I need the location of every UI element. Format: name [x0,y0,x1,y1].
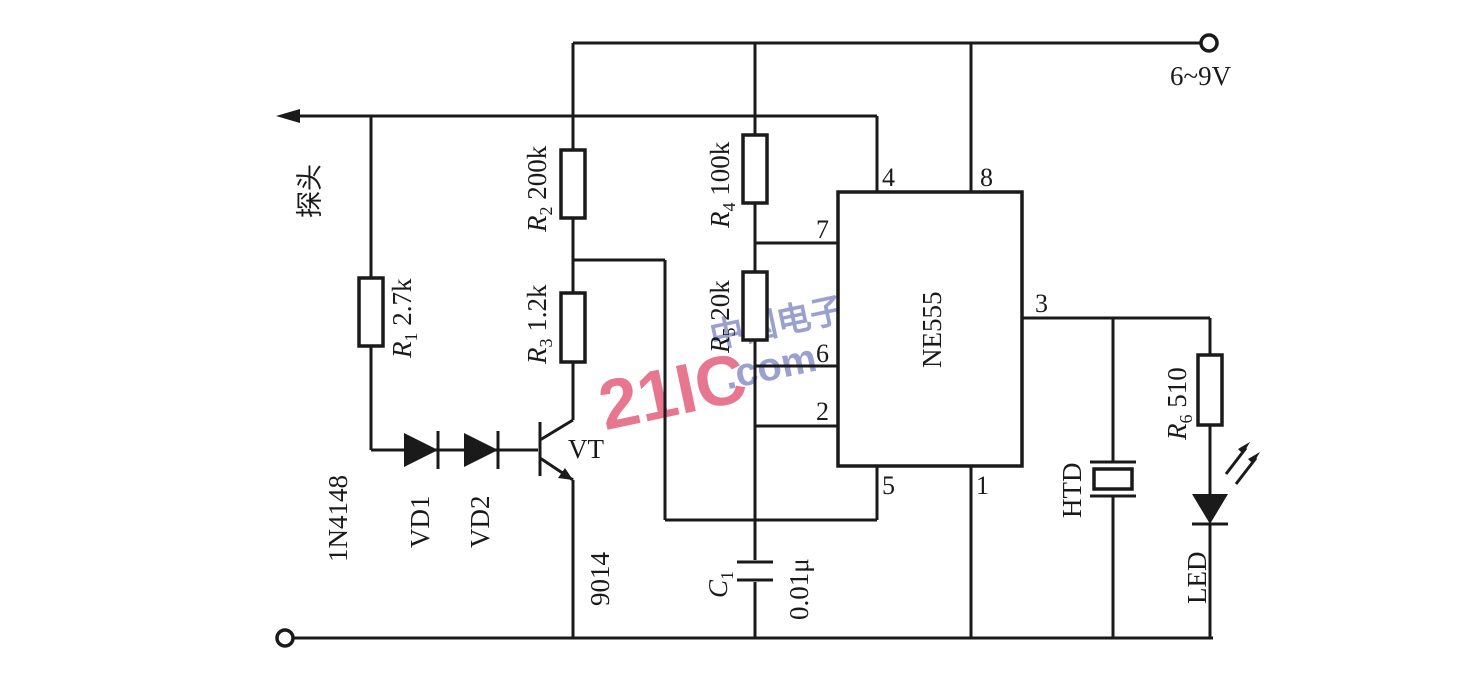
r5-label: R5 20k [705,280,739,354]
vt-label: VT [568,434,604,464]
ground-terminal [275,628,295,648]
supply-label: 6~9V [1170,61,1232,91]
probe-label: 探头 [295,164,325,218]
led-diode [1192,442,1260,526]
pin-3: 3 [1035,289,1048,318]
resistor-r4 [741,133,769,205]
pin-6: 6 [816,339,829,368]
resistor-r6 [1196,353,1224,427]
r2-label: R2 200k [522,145,556,233]
resistor-r1 [357,276,385,348]
pin-2: 2 [816,397,829,426]
htd-label: HTD [1057,463,1087,519]
ic-name: NE555 [917,292,947,369]
vd1-label: VD1 [405,496,435,549]
resistor-r5 [741,270,769,342]
buzzer-htd [1090,460,1136,498]
resistor-r3 [559,291,587,364]
probe-arrow [276,109,300,123]
supply-terminal [1199,33,1219,53]
pin-4: 4 [882,163,895,192]
resistor-r2 [559,148,587,220]
diode-part: 1N4148 [323,475,353,562]
vt-part: 9014 [585,552,615,607]
r3-label: R3 1.2k [522,284,556,365]
diode-vd1 [404,431,440,469]
c1-value: 0.01μ [784,558,814,620]
pin-8: 8 [980,163,993,192]
r6-label: R6 510 [1162,367,1196,441]
r1-label: R1 2.7k [387,278,421,359]
pin-5: 5 [882,471,895,500]
wires [290,41,1213,640]
capacitor-c1 [737,560,773,582]
ic-ne555 [836,190,1024,468]
diode-vd2 [464,431,500,469]
pin-1: 1 [976,471,989,500]
c1-label: C1 [703,571,737,598]
transistor-vt [538,418,574,482]
vd2-label: VD2 [465,496,495,549]
r4-label: R4 100k [705,141,739,229]
led-label: LED [1182,552,1212,604]
pin-7: 7 [816,215,829,244]
